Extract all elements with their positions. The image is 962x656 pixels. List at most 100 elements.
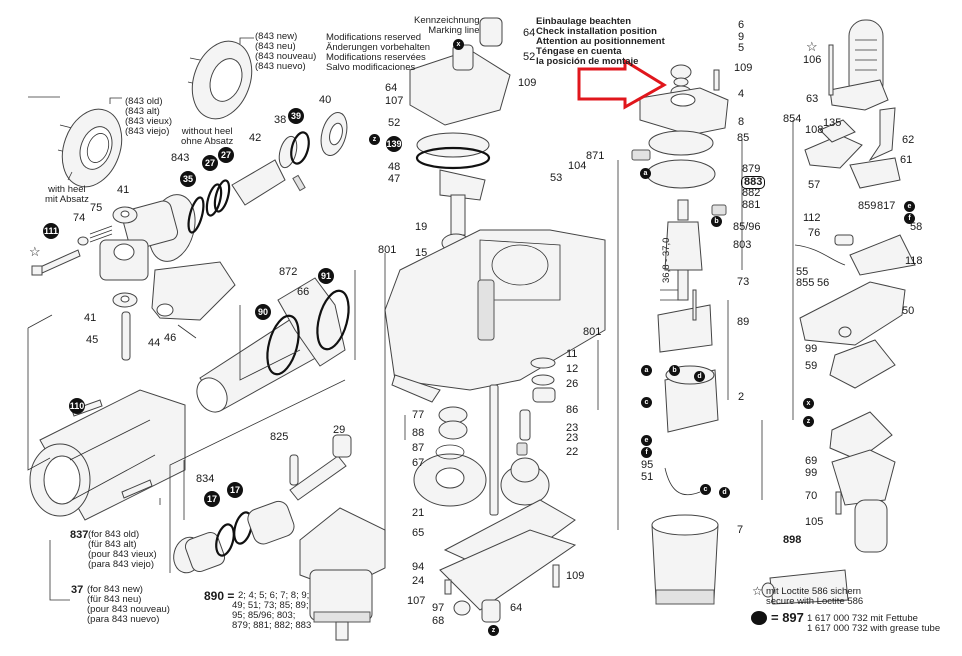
part-label: 77 xyxy=(412,409,425,421)
star-icon: ☆ xyxy=(806,39,818,54)
part-label: 871 xyxy=(586,150,605,162)
part-label: 118 xyxy=(905,255,923,267)
part-label: 86 xyxy=(566,404,579,416)
letter-badge-z: z xyxy=(369,134,380,145)
part-label: 106 xyxy=(803,54,822,66)
note-line: without heel xyxy=(181,126,233,137)
part-label: 109 xyxy=(518,77,537,89)
part-label: 42 xyxy=(249,132,262,144)
part-label: 58 xyxy=(910,221,923,233)
letter-badge-c: c xyxy=(700,484,711,495)
gear-housing-drawing xyxy=(384,17,606,623)
note-line: (for 843 old) xyxy=(88,529,140,540)
note-line: ohne Absatz xyxy=(181,136,234,147)
part-label: 29 xyxy=(333,424,346,436)
part-label: 107 xyxy=(407,595,426,607)
part-label: 825 xyxy=(270,431,289,443)
letter-badge-b: b xyxy=(711,216,722,227)
part-label: 56 xyxy=(817,277,830,289)
install-position-note: Einbaulage beachten Check installation p… xyxy=(536,17,665,67)
letter-badge-a: a xyxy=(641,365,652,376)
part-label: 15 xyxy=(415,247,428,259)
part-label: 22 xyxy=(566,446,579,458)
part-number: 890 = xyxy=(204,589,235,603)
part-number: 37 xyxy=(71,584,84,596)
part-label: 881 xyxy=(742,199,761,211)
part-label: 94 xyxy=(412,561,425,573)
grease-badge: 27 xyxy=(202,155,218,171)
dimension-label: 36,8 - 37,0 xyxy=(661,237,672,283)
part-label: 45 xyxy=(86,334,99,346)
part-label: 11 xyxy=(566,348,578,360)
part-label: 64 xyxy=(510,602,523,614)
letter-badge-f: f xyxy=(641,447,652,458)
part-label: 834 xyxy=(196,473,215,485)
part-label: 104 xyxy=(568,160,587,172)
part-label: 105 xyxy=(805,516,824,528)
letter-badge-x: x xyxy=(803,398,814,409)
part-label: 75 xyxy=(90,202,103,214)
note-line: (pour 843 nouveau) xyxy=(87,604,170,615)
part-label: 97 xyxy=(432,602,445,614)
part-label: 52 xyxy=(388,117,401,129)
part-label: 109 xyxy=(566,570,585,582)
note-line: 49; 51; 73; 85; 89; xyxy=(232,600,309,611)
note-line: mit Absatz xyxy=(45,194,89,205)
part-label: 95 xyxy=(641,459,654,471)
part-label: 26 xyxy=(566,378,579,390)
note-line: secure with Loctite 586 xyxy=(766,596,864,607)
note-line: (para 843 nuevo) xyxy=(87,614,160,625)
letter-badge-b: b xyxy=(669,365,680,376)
part-label: 803 xyxy=(733,239,752,251)
part-label: 107 xyxy=(385,95,404,107)
part-label: 76 xyxy=(808,227,821,239)
part-label: 61 xyxy=(900,154,913,166)
note-line: (für 843 alt) xyxy=(88,539,137,550)
part-label: 62 xyxy=(902,134,915,146)
part-label: 854 xyxy=(783,113,802,125)
part-label: 109 xyxy=(734,62,753,74)
part-label: 64 xyxy=(523,27,536,39)
grease-badge: 39 xyxy=(288,108,304,124)
part-label: 4 xyxy=(738,88,745,100)
part-label: 135 xyxy=(823,117,842,129)
motor-stack-drawing xyxy=(631,64,729,605)
part-label-boxed: 883 xyxy=(741,176,766,189)
part-label: 69 xyxy=(805,455,818,467)
part-label: 67 xyxy=(412,457,425,469)
grease-badge: 35 xyxy=(180,171,196,187)
part-label: 65 xyxy=(412,527,425,539)
part-label: 801 xyxy=(378,244,397,256)
note-line: (for 843 new) xyxy=(87,584,143,595)
part-label: 57 xyxy=(808,179,821,191)
grease-badge: 139 xyxy=(386,136,402,152)
part-label: 882 xyxy=(742,187,761,199)
letter-badge-f: f xyxy=(904,213,915,224)
note-line: la posición de montaje xyxy=(536,56,639,67)
part-label: 55 xyxy=(796,266,809,278)
part-label: 99 xyxy=(805,343,818,355)
part-label: 872 xyxy=(279,266,298,278)
part-label: 51 xyxy=(641,471,654,483)
note-line: Änderungen vorbehalten xyxy=(326,42,431,53)
note-line: Téngase en cuenta xyxy=(536,46,622,57)
note-line: Modifications reservées xyxy=(326,52,426,63)
part-label: 44 xyxy=(148,337,161,349)
part-label: 108 xyxy=(805,124,824,136)
note-line: (843 old) xyxy=(125,96,163,107)
note-line: (843 viejo) xyxy=(125,126,170,137)
star-icon: ☆ xyxy=(29,244,41,259)
part-label: 88 xyxy=(412,427,425,439)
grease-badge: 91 xyxy=(318,268,334,284)
note-line: (843 new) xyxy=(255,31,298,42)
part-label: 23 xyxy=(566,422,579,434)
part-label: 843 xyxy=(171,152,190,164)
part-label: 855 xyxy=(796,277,815,289)
note-line: 95; 85/96; 803; xyxy=(232,610,296,621)
letter-badge-c: c xyxy=(641,397,652,408)
part-label: 73 xyxy=(737,276,750,288)
flange-new-note: (843 new) (843 neu) (843 nouveau) (843 n… xyxy=(255,32,316,72)
part-label: 41 xyxy=(117,184,130,196)
